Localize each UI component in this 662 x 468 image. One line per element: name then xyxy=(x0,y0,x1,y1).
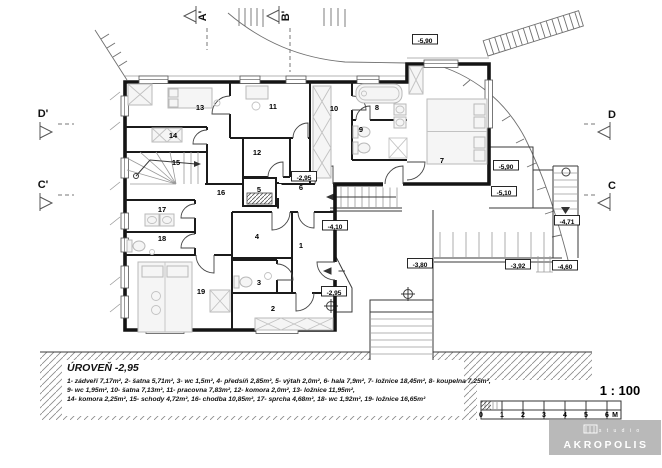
shower xyxy=(388,137,408,159)
room-label-1: 1 xyxy=(299,241,303,250)
svg-text:-4,10: -4,10 xyxy=(328,224,343,231)
room-label-7: 7 xyxy=(440,156,444,165)
section-label: D xyxy=(608,109,616,121)
svg-text:-5,90: -5,90 xyxy=(499,164,514,171)
room-label-5: 5 xyxy=(257,185,261,194)
elevation-marker: -4,60 xyxy=(552,260,578,271)
section-label: C' xyxy=(38,179,49,191)
scale-bar-label: 5 xyxy=(584,412,588,419)
elevation-marker: -3,92 xyxy=(505,259,531,270)
scale-bar xyxy=(480,400,622,420)
bidet xyxy=(352,141,359,155)
scale-bar-label: 1 xyxy=(500,412,504,419)
room-label-18: 18 xyxy=(158,234,166,243)
room-label-6: 6 xyxy=(299,183,303,192)
sink xyxy=(159,213,175,227)
interior-stair xyxy=(126,151,201,185)
sink xyxy=(393,116,407,129)
toilet xyxy=(233,275,240,289)
room-label-14: 14 xyxy=(169,131,178,140)
elevation-marker: -4,10 xyxy=(322,220,348,231)
scale-bar-label: M xyxy=(612,412,618,419)
entry-exterior-stair xyxy=(369,299,434,362)
room-label-8: 8 xyxy=(375,103,379,112)
elevation-marker: -2,95 xyxy=(291,171,317,182)
bathtub xyxy=(355,83,403,104)
section-label: C xyxy=(608,180,616,192)
elevation-marker: -2,95 xyxy=(321,286,347,297)
title-block: 1 : 100 s t u d i o AKROPOLIS xyxy=(477,380,661,455)
elevation-marker: -4,71 xyxy=(554,215,580,226)
room-label-15: 15 xyxy=(172,158,180,167)
svg-text:-5,10: -5,10 xyxy=(497,190,512,197)
legend-line-2: 9- wc 1,95m², 10- šatna 7,13m², 11- prac… xyxy=(67,387,355,394)
elevation-marker: -3,80 xyxy=(407,258,433,269)
terrain-ramp-hatch xyxy=(482,10,584,57)
logo-house-icon xyxy=(583,424,598,434)
toilet xyxy=(126,239,133,253)
elevation-marker: -5,10 xyxy=(491,186,517,197)
legend-line-1: 1- zádveří 7,17m², 2- šatna 5,71m², 3- w… xyxy=(67,378,491,385)
room-label-11: 11 xyxy=(269,102,277,111)
svg-text:-5,90: -5,90 xyxy=(418,38,433,45)
room-label-16: 16 xyxy=(217,188,225,197)
elevation-marker: -5,90 xyxy=(412,34,438,45)
legend-title: ÚROVEŇ -2,95 xyxy=(67,362,139,374)
svg-text:-4,60: -4,60 xyxy=(558,264,573,271)
room-label-19: 19 xyxy=(197,287,205,296)
legend: ÚROVEŇ -2,95 1- zádveří 7,17m², 2- šatna… xyxy=(62,360,491,416)
room-label-10: 10 xyxy=(330,104,338,113)
site-works xyxy=(323,146,579,362)
svg-text:-3,80: -3,80 xyxy=(413,262,428,269)
toilet xyxy=(352,125,359,139)
studio-logo: s t u d i o AKROPOLIS xyxy=(549,420,661,455)
elevator xyxy=(242,177,277,207)
room-label-4: 4 xyxy=(255,232,260,241)
room-label-3: 3 xyxy=(257,278,261,287)
scale-bar-label: 2 xyxy=(521,412,525,419)
svg-text:-2,95: -2,95 xyxy=(297,175,312,182)
legend-line-3: 14- komora 2,25m², 15- schody 4,72m², 16… xyxy=(67,396,426,403)
section-markers xyxy=(39,6,611,211)
bed xyxy=(167,87,213,109)
column-marker xyxy=(401,287,415,301)
scale-bar-label: 0 xyxy=(479,412,483,419)
section-label: D' xyxy=(38,108,49,120)
shelf xyxy=(151,127,183,143)
svg-text:-3,92: -3,92 xyxy=(511,263,526,270)
sink xyxy=(393,103,407,116)
desk xyxy=(245,85,269,100)
section-label: A' xyxy=(197,10,209,21)
scale-bar-label: 4 xyxy=(563,412,567,419)
logo-name: AKROPOLIS xyxy=(564,439,649,451)
scale-bar-label: 3 xyxy=(542,412,546,419)
logo-subtitle: s t u d i o xyxy=(599,428,641,434)
room-label-13: 13 xyxy=(196,103,204,112)
svg-text:-4,71: -4,71 xyxy=(560,219,575,226)
room-label-2: 2 xyxy=(271,304,275,313)
room-label-9: 9 xyxy=(359,125,363,134)
doors xyxy=(180,95,426,312)
section-label: B' xyxy=(280,10,292,21)
room-label-17: 17 xyxy=(158,205,166,214)
scale-ratio: 1 : 100 xyxy=(600,383,640,398)
scale-bar-label: 6 xyxy=(605,412,609,419)
furniture xyxy=(126,65,488,333)
east-exterior-stair xyxy=(552,165,579,258)
room-label-12: 12 xyxy=(253,148,261,157)
elevation-marker: -5,90 xyxy=(493,160,519,171)
sink xyxy=(144,213,160,227)
south-exterior-stair xyxy=(326,185,402,212)
svg-text:-2,95: -2,95 xyxy=(327,290,342,297)
